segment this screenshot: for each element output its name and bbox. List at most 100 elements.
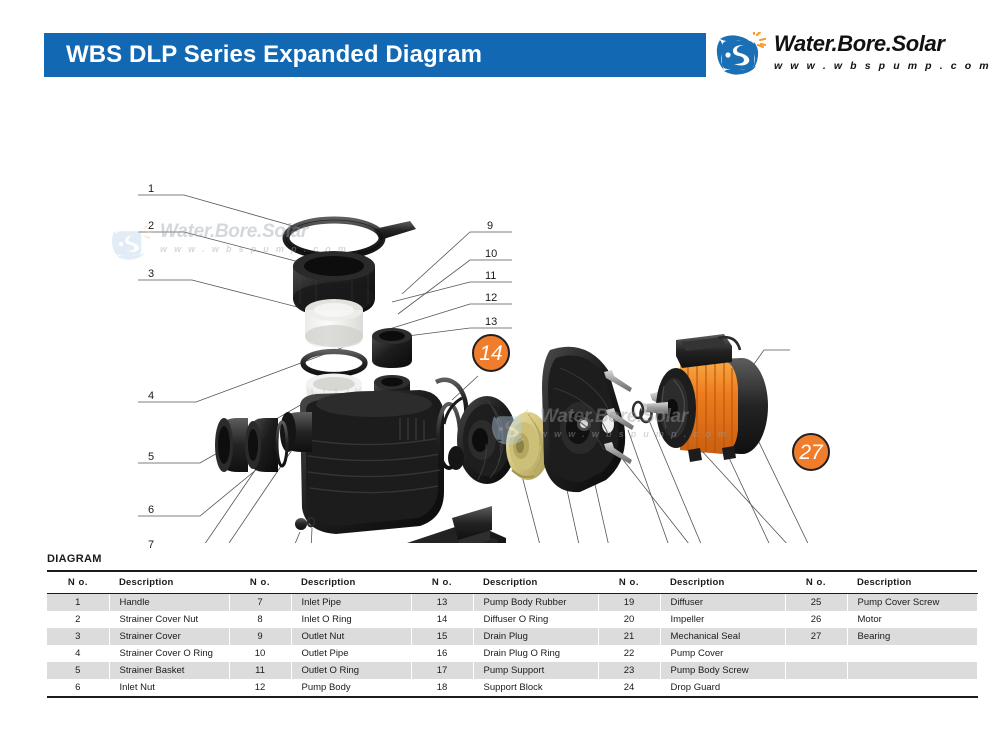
cell-description: Bearing (847, 628, 978, 645)
callout-label-9: 9 (487, 220, 494, 232)
callout-badge-27: 27 (792, 433, 830, 471)
cell-no (785, 662, 848, 679)
col-header-description-9: Description (847, 570, 977, 594)
cell-description: Outlet O Ring (291, 662, 412, 679)
diagram-artwork (138, 194, 809, 543)
cell-no: 11 (229, 662, 292, 679)
callout-label-11: 11 (485, 270, 497, 282)
cell-no: 8 (229, 611, 292, 628)
callout-label-4: 4 (148, 390, 155, 402)
callout-label-10: 10 (485, 248, 498, 260)
callout-label-13: 13 (485, 316, 498, 328)
wbs-logo-icon (716, 32, 766, 75)
cell-no: 24 (598, 679, 661, 698)
cell-description: Pump Body (291, 679, 412, 698)
cell-no: 14 (411, 611, 474, 628)
cell-description: Inlet Nut (109, 679, 230, 698)
cell-no: 27 (785, 628, 848, 645)
cell-no: 17 (411, 662, 474, 679)
part-pump-body-screw (604, 370, 634, 464)
cell-no: 21 (598, 628, 661, 645)
cell-no: 10 (229, 645, 292, 662)
cell-description: Impeller (660, 611, 786, 628)
part-impeller (506, 412, 550, 480)
cell-description (847, 679, 978, 698)
cell-description: Handle (109, 593, 230, 611)
cell-no: 5 (47, 662, 110, 679)
cell-description: Diffuser O Ring (473, 611, 599, 628)
cell-no: 9 (229, 628, 292, 645)
page-title: WBS DLP Series Expanded Diagram (66, 41, 483, 68)
cell-no: 19 (598, 593, 661, 611)
cell-description: Mechanical Seal (660, 628, 786, 645)
cell-description: Pump Body Rubber (473, 593, 599, 611)
cell-description: Drop Guard (660, 679, 786, 698)
cell-description: Diffuser (660, 593, 786, 611)
callout-badge-14: 14 (472, 334, 510, 372)
cell-description: Pump Support (473, 662, 599, 679)
cell-no: 13 (411, 593, 474, 611)
col-header-no-0: N o. (47, 570, 109, 594)
part-motor (641, 334, 768, 462)
part-pump-cover (542, 346, 626, 493)
cell-no: 25 (785, 593, 848, 611)
cell-description: Support Block (473, 679, 599, 698)
cell-description: Strainer Cover Nut (109, 611, 230, 628)
col-header-no-8: N o. (785, 570, 847, 594)
cell-no: 20 (598, 611, 661, 628)
col-header-no-6: N o. (598, 570, 660, 594)
part-strainer-cover-o-ring (300, 348, 368, 378)
col-header-no-4: N o. (411, 570, 473, 594)
cell-no: 3 (47, 628, 110, 645)
cell-description: Inlet Pipe (291, 593, 412, 611)
cell-description: Strainer Cover (109, 628, 230, 645)
cell-no: 2 (47, 611, 110, 628)
callout-label-1: 1 (148, 183, 155, 195)
cell-description: Strainer Basket (109, 662, 230, 679)
part-pump-body-rubber (434, 377, 469, 419)
callout-label-6: 6 (148, 504, 155, 516)
cell-no (785, 645, 848, 662)
cell-no: 16 (411, 645, 474, 662)
cell-description: Pump Body Screw (660, 662, 786, 679)
cell-no: 18 (411, 679, 474, 698)
cell-no: 26 (785, 611, 848, 628)
cell-description: Drain Plug O Ring (473, 645, 599, 662)
cell-description: Pump Cover (660, 645, 786, 662)
callout-label-12: 12 (485, 292, 498, 304)
cell-description: Strainer Cover O Ring (109, 645, 230, 662)
cell-description (847, 645, 978, 662)
cell-description: Outlet Nut (291, 628, 412, 645)
col-header-description-7: Description (660, 570, 785, 594)
logo-website-url: w w w . w b s p u m p . c o m (774, 60, 992, 72)
cell-no: 12 (229, 679, 292, 698)
cell-no: 22 (598, 645, 661, 662)
cell-description: Inlet O Ring (291, 611, 412, 628)
table-caption: DIAGRAM (47, 553, 102, 565)
callout-label-5: 5 (148, 451, 155, 463)
part-pump-body (280, 390, 444, 534)
col-header-description-3: Description (291, 570, 411, 594)
cell-no (785, 679, 848, 698)
cell-no: 1 (47, 593, 110, 611)
callout-label-3: 3 (148, 268, 155, 280)
cell-no: 6 (47, 679, 110, 698)
part-handle (282, 216, 416, 260)
col-header-description-5: Description (473, 570, 598, 594)
cell-description: Pump Cover Screw (847, 593, 978, 611)
part-inlet-assembly (215, 418, 289, 472)
cell-description (847, 662, 978, 679)
part-strainer-cover (305, 299, 363, 348)
exploded-diagram: Water.Bore.Solar w w w . w b s p u m p .… (0, 88, 1000, 645)
cell-description: Outlet Pipe (291, 645, 412, 662)
callout-label-2: 2 (148, 220, 155, 232)
